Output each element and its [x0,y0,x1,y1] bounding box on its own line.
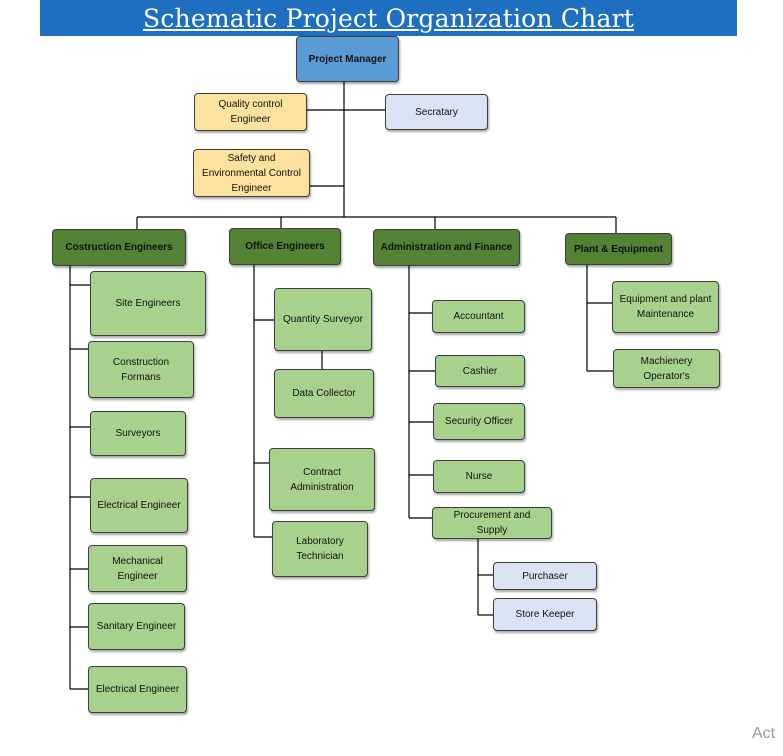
node-electrical-engineer-2: Electrical Engineer [88,666,187,713]
activation-watermark: Act [752,725,776,742]
node-nurse: Nurse [433,460,525,493]
node-plant-equipment: Plant & Equipment [565,233,672,265]
node-contract-administration: Contract Administration [269,448,375,511]
node-site-engineers: Site Engineers [90,271,206,336]
node-data-collector: Data Collector [274,369,374,418]
node-secretary: Secratary [385,94,488,130]
node-cashier: Cashier [435,355,525,387]
node-procurement-supply: Procurement and Supply [432,507,552,539]
node-laboratory-technician: Laboratory Technician [272,521,368,577]
node-store-keeper: Store Keeper [493,598,597,631]
node-machinery-operator: Machienery Operator's [613,349,720,388]
node-mechanical-engineer: Mechanical Engineer [88,545,187,592]
node-office-engineers: Office Engineers [229,228,341,265]
node-construction-formans: Construction Formans [88,341,194,398]
node-security-officer: Security Officer [433,403,525,440]
node-project-manager: Project Manager [296,36,399,82]
node-surveyors: Surveyors [90,411,186,456]
node-construction-engineers: Costruction Engineers [52,229,186,266]
node-safety-engineer: Safety and Environmental Control Enginee… [193,149,310,197]
title-bar: Schematic Project Organization Chart [40,0,737,36]
node-quantity-surveyor: Quantity Surveyor [274,288,372,351]
chart-title: Schematic Project Organization Chart [143,3,634,33]
node-accountant: Accountant [432,300,525,333]
node-electrical-engineer-1: Electrical Engineer [90,478,188,533]
node-purchaser: Purchaser [493,562,597,590]
node-quality-control-engineer: Quality control Engineer [194,93,307,131]
node-administration-finance: Administration and Finance [373,229,520,266]
node-sanitary-engineer: Sanitary Engineer [88,603,185,650]
node-equipment-maintenance: Equipment and plant Maintenance [612,281,719,333]
